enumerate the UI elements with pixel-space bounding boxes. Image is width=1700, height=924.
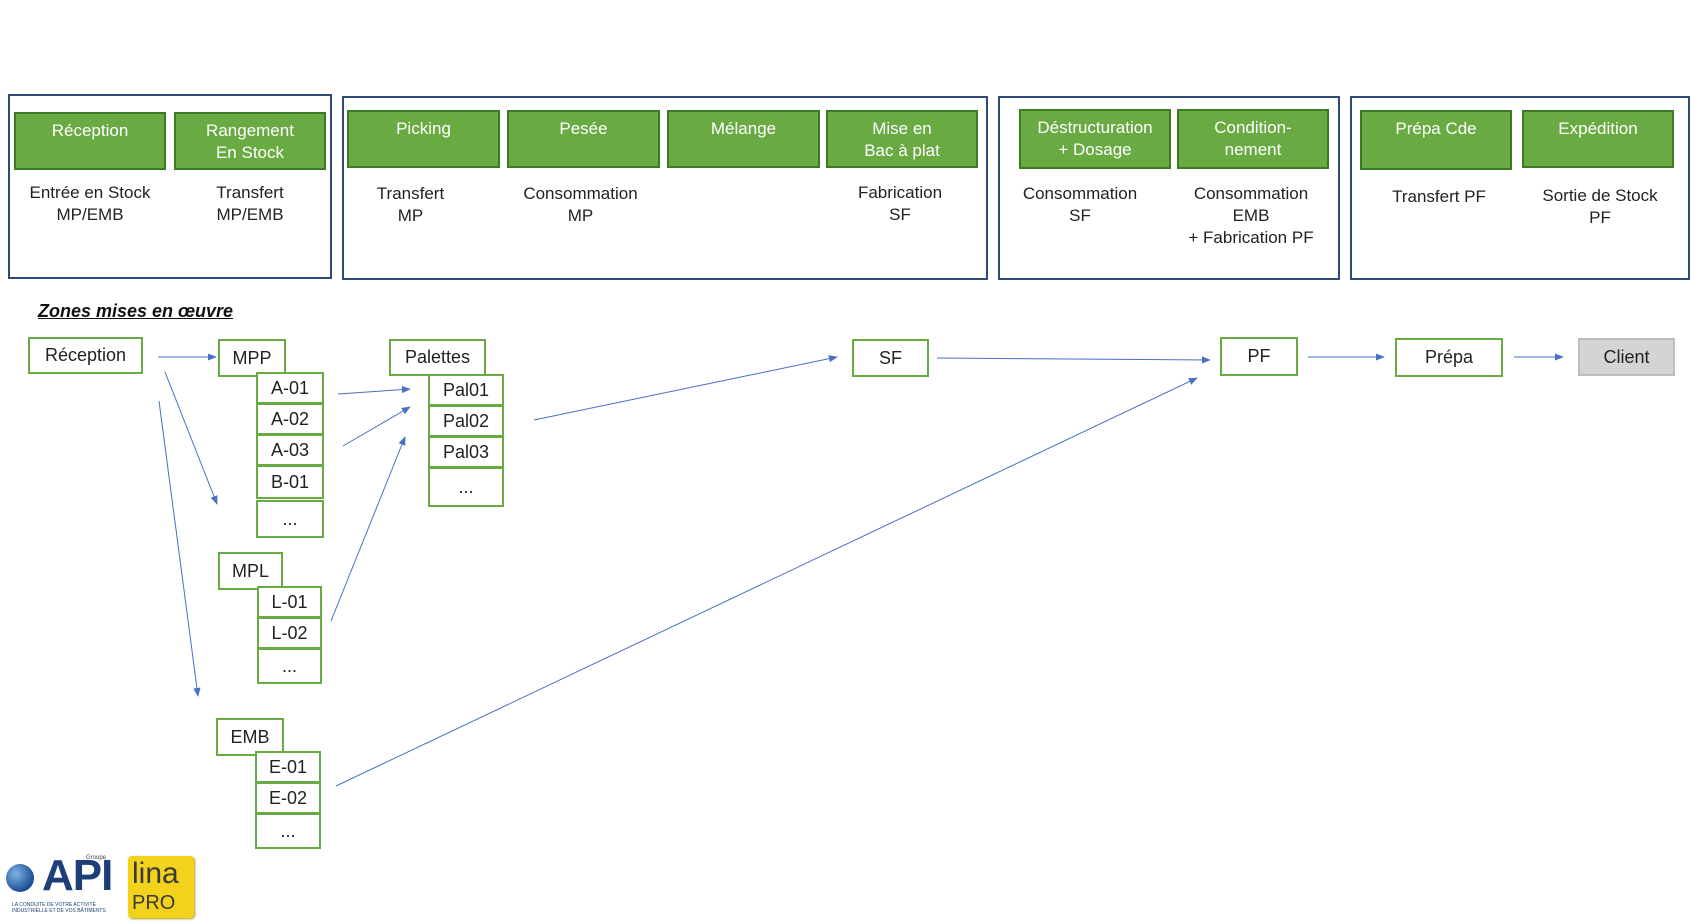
zone-emb: EMB <box>216 718 284 756</box>
arrow-palettes-sf <box>533 355 838 421</box>
step-prepa-cde: Prépa Cde <box>1360 110 1512 170</box>
zone-mpp-slot: A-03 <box>256 434 324 466</box>
step-reception: Réception <box>14 112 166 170</box>
zone-palettes-slot: ... <box>428 467 504 507</box>
api-logo-icon <box>6 864 34 892</box>
zone-palettes-slot: Pal02 <box>428 405 504 437</box>
lina-pro-logo-text: PRO <box>132 892 176 914</box>
zone-emb-slot: E-02 <box>255 782 321 814</box>
zone-sf: SF <box>852 339 929 377</box>
step-reception-desc: Entrée en Stock MP/EMB <box>29 183 151 224</box>
lina-pro-logo-icon <box>128 856 194 918</box>
step-picking-desc: Transfert MP <box>376 184 445 225</box>
step-rangement-desc: Transfert MP/EMB <box>216 183 284 224</box>
zone-mpp-slot: B-01 <box>256 465 324 499</box>
step-picking: Picking <box>347 110 500 168</box>
step-destructuration: Déstructuration + Dosage <box>1019 109 1171 169</box>
zone-mpp-slot: A-02 <box>256 403 324 435</box>
zone-emb-slot: ... <box>255 813 321 849</box>
zone-mpl-slot: ... <box>257 648 322 684</box>
lina-logo-text: lina <box>132 857 179 890</box>
api-logo-tagline: LA CONDUITE DE VOTRE ACTIVITÉ INDUSTRIEL… <box>12 902 106 914</box>
step-expedition: Expédition <box>1522 110 1674 168</box>
zone-emb-slot: E-01 <box>255 751 321 783</box>
step-pesee: Pesée <box>507 110 660 168</box>
step-pesee-desc: Consommation MP <box>523 184 638 225</box>
step-rangement: Rangement En Stock <box>174 112 326 170</box>
zone-palettes-slot: Pal01 <box>428 374 504 406</box>
step-prepa-cde-desc: Transfert PF <box>1392 187 1486 206</box>
zone-prepa: Prépa <box>1395 338 1503 377</box>
step-conditionnement: Condition- nement <box>1177 109 1329 169</box>
zone-mpp-slot: A-01 <box>256 372 324 404</box>
api-logo-text: API <box>42 851 113 900</box>
arrow-sf-pf <box>936 356 1211 364</box>
step-mise-en-bac-desc: Fabrication SF <box>857 183 943 224</box>
zone-mpl-slot: L-02 <box>257 617 322 649</box>
api-logo-group: Groupe <box>86 855 107 861</box>
arrow-mpl-palettes <box>330 436 406 622</box>
zone-palettes-slot: Pal03 <box>428 436 504 468</box>
zone-mpl-slot: L-01 <box>257 586 322 618</box>
zone-mpp-slot: ... <box>256 500 324 538</box>
arrow-emb-pf <box>335 377 1198 787</box>
arrow-reception-mpl <box>164 371 218 505</box>
zone-palettes: Palettes <box>389 339 486 376</box>
zone-mpl: MPL <box>218 552 283 590</box>
zone-pf: PF <box>1220 337 1298 376</box>
step-expedition-desc: Sortie de Stock PF <box>1542 186 1658 227</box>
step-conditionnement-desc: Consommation EMB + Fabrication PF <box>1188 184 1314 247</box>
step-melange: Mélange <box>667 110 820 168</box>
arrow-a03-palettes <box>342 406 411 447</box>
zone-reception: Réception <box>28 337 143 374</box>
arrow-a02-palettes <box>337 385 411 395</box>
zone-mpp: MPP <box>218 339 286 377</box>
arrow-reception-emb <box>158 400 201 697</box>
step-mise-en-bac: Mise en Bac à plat <box>826 110 978 168</box>
zone-client: Client <box>1578 338 1675 376</box>
step-destructuration-desc: Consommation SF <box>1022 184 1138 225</box>
zones-title: Zones mises en œuvre <box>38 301 234 321</box>
